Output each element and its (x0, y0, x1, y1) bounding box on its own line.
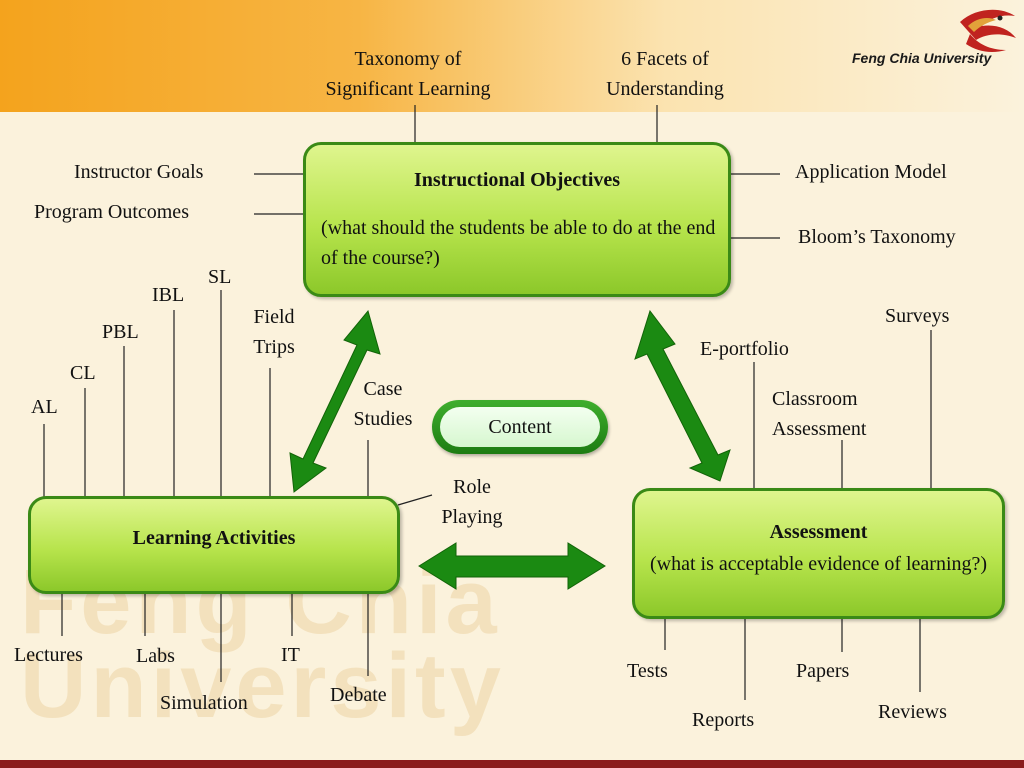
content-pill: Content (432, 400, 608, 454)
label-surveys: Surveys (885, 305, 950, 327)
arrow-learning-assessment-icon (418, 542, 606, 590)
label-pbl: PBL (102, 321, 139, 343)
label-blooms-taxonomy: Bloom’s Taxonomy (798, 226, 956, 248)
objectives-description: (what should the students be able to do … (321, 217, 716, 269)
assessment-description: (what is acceptable evidence of learning… (650, 553, 988, 575)
label-al: AL (31, 396, 58, 418)
label-debate: Debate (330, 684, 387, 706)
arrow-objectives-assessment-icon (634, 309, 731, 482)
label-it: IT (281, 644, 300, 666)
content-label: Content (440, 407, 600, 447)
label-tests: Tests (627, 660, 668, 682)
label-sl: SL (208, 266, 232, 288)
label-lectures: Lectures (14, 644, 83, 666)
label-reports: Reports (692, 709, 755, 731)
label-program-outcomes: Program Outcomes (34, 201, 189, 223)
label-papers: Papers (796, 660, 850, 682)
label-eportfolio: E-portfolio (700, 338, 789, 360)
header-band (0, 0, 1024, 112)
university-logo-icon (960, 9, 1016, 52)
objectives-box: Instructional Objectives (what should th… (303, 142, 731, 297)
label-reviews: Reviews (878, 701, 947, 723)
label-application-model: Application Model (795, 161, 947, 183)
bottom-bar (0, 760, 1024, 768)
learning-title: Learning Activities (132, 527, 296, 549)
learning-box: Learning Activities (28, 496, 400, 594)
label-cl: CL (70, 362, 96, 384)
label-simulation: Simulation (160, 692, 248, 714)
assessment-box: Assessment (what is acceptable evidence … (632, 488, 1005, 619)
objectives-title: Instructional Objectives (413, 169, 621, 191)
label-labs: Labs (136, 645, 175, 667)
label-ibl: IBL (152, 284, 185, 306)
arrow-objectives-learning-icon (289, 309, 381, 493)
label-instructor-goals: Instructor Goals (74, 161, 204, 183)
university-name: Feng Chia University (852, 50, 992, 66)
assessment-title: Assessment (769, 521, 868, 543)
